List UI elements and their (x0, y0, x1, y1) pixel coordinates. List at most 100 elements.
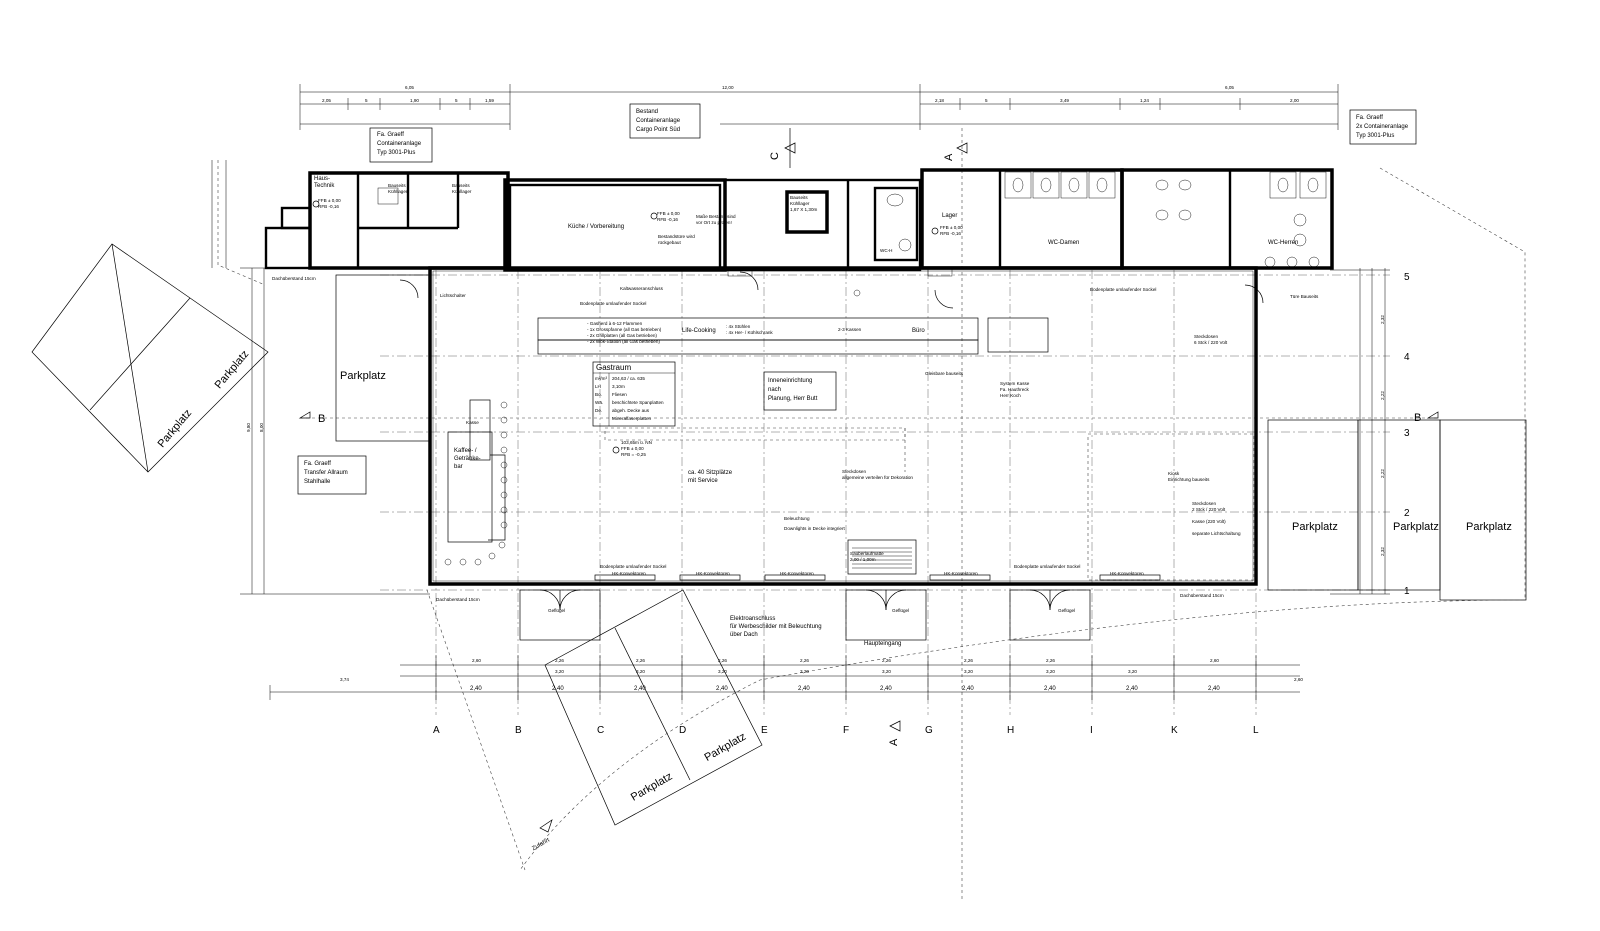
axis-col-d: D (679, 725, 686, 736)
gt-r0-c0: m²/m³ (595, 376, 607, 381)
note-gasherd-3: - 2x Grillplatten (all Gas betrieben) (587, 333, 657, 338)
room-kueche: Küche / Vorbereitung (568, 224, 624, 230)
room-kaffee-3: bar (454, 464, 463, 470)
note-kiosk-2: Einrichtung bauseits (1168, 477, 1210, 482)
note-dach1: Dachüberstand 15cm (272, 276, 316, 281)
note-beleuchtung: Beleuchtung (784, 516, 810, 521)
tb-left-l1: Fa. Graeff (377, 132, 404, 138)
dim-r1-1: 5 (365, 98, 368, 103)
dim-b226-8: 2,60 (1210, 658, 1219, 663)
room-life-cooking: Life-Cooking (682, 328, 716, 334)
dim-b240-4: 2,40 (798, 686, 810, 692)
room-wc-herren: WC-Herren (1268, 240, 1298, 246)
room-wc-h: WC-H (880, 248, 893, 253)
tb-transfer-l1: Fa. Graeff (304, 461, 331, 467)
note-gefl-3: Geflügel (1058, 608, 1075, 613)
tb-center-l2: Containeranlage (636, 118, 681, 124)
tb-center-l1: Bestand (636, 109, 658, 115)
dim-r1r-0: 2,18 (935, 98, 944, 103)
dim-b240-7: 2,40 (1044, 686, 1056, 692)
note-gefl-1: Geflügel (548, 608, 565, 613)
room-kuehl1-2: Kühllager (388, 189, 408, 194)
dim-top-right: 6,05 (1225, 85, 1234, 90)
parking-label-diag1: Parkplatz (156, 407, 195, 450)
axis-grid: A B C D E F G H I K L 1 2 3 4 5 (380, 270, 1410, 736)
room-haustechnik-1: Haus- (314, 176, 330, 182)
note-dach2: Dachüberstand 15cm (436, 597, 480, 602)
note-life-2: : 4x Her- / Kühlschrank (726, 330, 773, 335)
parking-label-left: Parkplatz (340, 370, 386, 382)
tb-right-l3: Typ 3001-Plus (1356, 133, 1394, 139)
level-markers (312, 200, 939, 454)
note-downlights: Downlights in Decke integriert (784, 526, 845, 531)
title-block-transfer: Fa. Graeff Transfer Allraum Stahlhalle (297, 455, 367, 495)
dim-b226-7: 2,26 (1046, 658, 1055, 663)
axis-col-l: L (1253, 725, 1259, 736)
note-hk-1: HK-Konvektoren (612, 571, 646, 576)
tb-left-l3: Typ 3001-Plus (377, 150, 415, 156)
note-gleisbare: Gleisbare bauseits (925, 371, 964, 376)
section-c-label: C (769, 152, 781, 160)
gt-r2-c1: Fliesen (612, 392, 627, 397)
dim-b320-0: 3,20 (555, 669, 564, 674)
dim-right-v1: 2,22 (1380, 391, 1385, 400)
section-a-top-label: A (943, 153, 955, 161)
note-ffb1-1: FFB ± 0,00 (318, 198, 341, 203)
dim-b320-1: 3,20 (636, 669, 645, 674)
note-tuere: Türe Bauseits (1290, 294, 1319, 299)
axis-col-a: A (433, 725, 440, 736)
dim-b226-6: 2,26 (964, 658, 973, 663)
note-hk-5: HK-Konvektoren (1110, 571, 1144, 576)
dim-right-v0: 2,32 (1380, 315, 1385, 324)
dim-left-v1: 8,00 (259, 423, 264, 432)
note-ffb2-1: FFB ± 0,00 (657, 211, 680, 216)
dim-b240-9: 2,40 (1208, 686, 1220, 692)
bottom-dimensions: 2,60 2,26 2,26 2,26 2,26 2,26 2,26 2,26 … (269, 655, 1303, 700)
dim-r1-0: 2,05 (322, 98, 331, 103)
gt-r3-c0: Wä. (595, 400, 603, 405)
note-skiosk-1: Steckdosen (1192, 501, 1216, 506)
note-gasherd-2: - 1x Grosspfanne (all Gas betrieben) (587, 327, 662, 332)
dim-b226-2: 2,26 (636, 658, 645, 663)
note-ffbm-2: FFB ± 0,00 (621, 446, 644, 451)
gt-r4-c1: abgeh. Decke aus (612, 408, 650, 413)
note-sys-1: System Kasse (1000, 381, 1030, 386)
dim-b240-0: 2,40 (470, 686, 482, 692)
note-lichtsch: separate Lichtschaltung (1192, 531, 1241, 536)
gt-r5-c1: Mineralfaserplatten (612, 416, 652, 421)
dim-r1r-2: 3,49 (1060, 98, 1069, 103)
note-hk-4: HK-Konvektoren (944, 571, 978, 576)
parking-label-r1: Parkplatz (1292, 521, 1338, 533)
room-kaffee-1: Kaffee- / (454, 448, 477, 454)
parking-label-bottom2: Parkplatz (702, 731, 748, 764)
axis-col-h: H (1007, 725, 1014, 736)
title-block-center: Bestand Containeranlage Cargo Point Süd (629, 103, 701, 139)
note-sys-3: Herr Koch (1000, 393, 1021, 398)
dim-b240-1: 2,40 (552, 686, 564, 692)
dim-r1r-1: 5 (985, 98, 988, 103)
main-hall (428, 266, 1258, 586)
note-ffbm-3: RFB = -0,25 (621, 452, 646, 457)
note-elektro-1: Elektroanschluss (730, 616, 775, 622)
axis-col-i: I (1090, 725, 1093, 736)
dim-right-v2: 2,22 (1380, 469, 1385, 478)
note-gefl-2: Geflügel (892, 608, 909, 613)
dim-b240-5: 2,40 (880, 686, 892, 692)
parking-label-r2: Parkplatz (1393, 521, 1439, 533)
note-kaltwasser: Kaltwasseranschluss (620, 286, 664, 291)
room-kuehl2-2: Kühllager (452, 189, 472, 194)
note-ffb2-2: RFB -0,16 (657, 217, 678, 222)
note-boden-4: Bodenplatte umlaufender Sockel (1014, 564, 1080, 569)
note-kassen: 2-3 Kassen (838, 327, 862, 332)
dim-b320-4: 3,20 (882, 669, 891, 674)
dim-b240-3: 2,40 (716, 686, 728, 692)
note-skiosk-2: 2 Stck / 220 Volt (1192, 507, 1226, 512)
dim-b240-6: 2,40 (962, 686, 974, 692)
parking-label-bottom1: Parkplatz (629, 770, 675, 803)
axis-col-c: C (597, 725, 604, 736)
axis-row-2: 2 (1404, 508, 1410, 519)
dim-r1-2: 1,90 (410, 98, 419, 103)
note-kasse220: Kasse (220 Volt) (1192, 519, 1226, 524)
note-boden-3: Bodenplatte umlaufender Sockel (600, 564, 666, 569)
note-innen-1: Inneneinrichtung (768, 378, 812, 384)
